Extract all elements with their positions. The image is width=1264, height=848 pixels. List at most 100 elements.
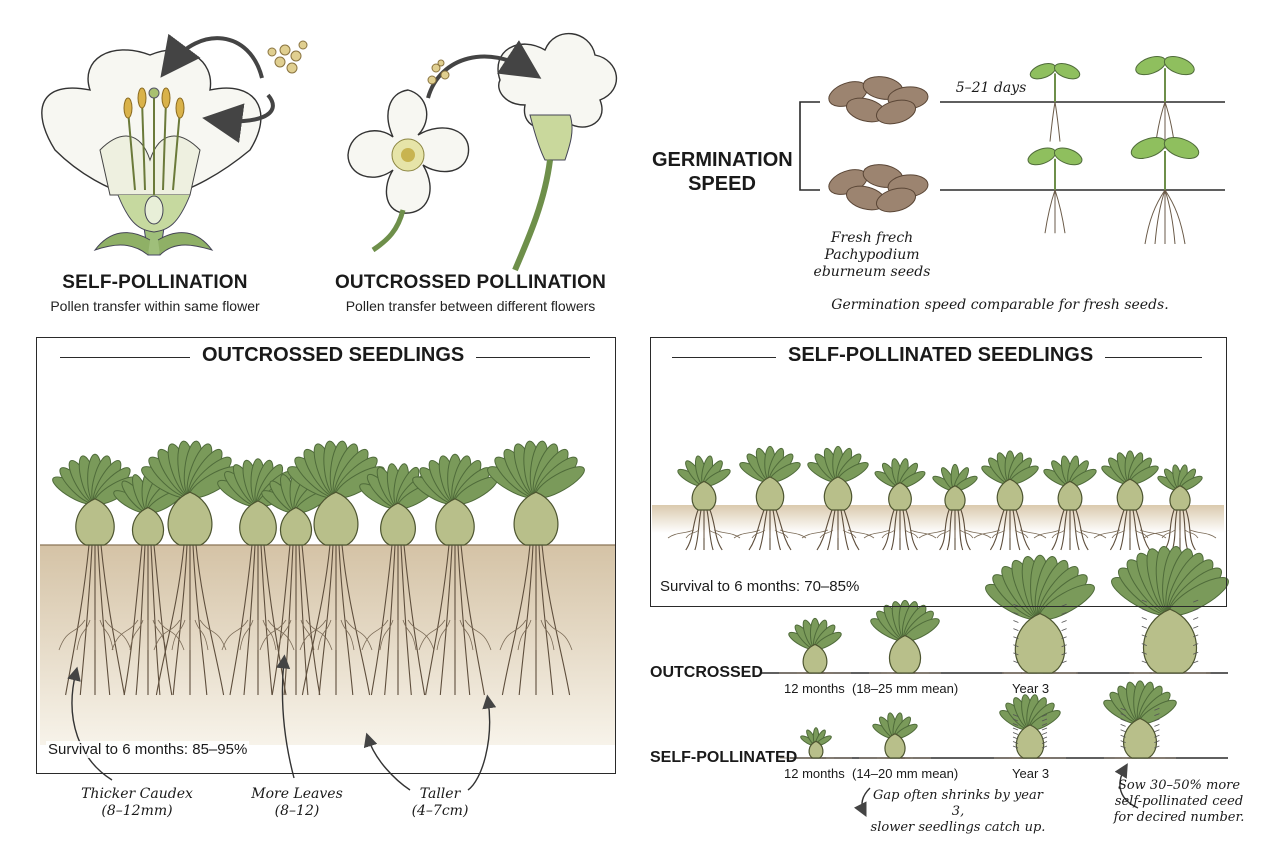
outcrossed-seedlings-panel xyxy=(36,337,616,774)
seed-cluster-bottom xyxy=(828,164,929,213)
caudex xyxy=(1057,480,1083,511)
seedling xyxy=(1093,450,1167,551)
seedling xyxy=(1033,455,1107,551)
cotyledon xyxy=(1053,147,1083,166)
growth-self-month: 12 months xyxy=(784,766,845,781)
callout-leaves-line2: (8–12) xyxy=(274,803,320,819)
sow-note-line3: for decired number. xyxy=(1113,810,1245,825)
seed xyxy=(875,99,917,125)
caudex xyxy=(75,498,115,546)
caudex xyxy=(802,643,828,674)
growth-self-label: SELF-POLLINATED xyxy=(650,749,798,766)
caudex xyxy=(1014,612,1066,674)
caudex xyxy=(884,733,906,759)
seed-label-line3: eburneum seeds xyxy=(813,264,931,280)
gap-note-line2: slower seedlings catch up. xyxy=(870,820,1046,835)
cotyledon xyxy=(1027,147,1057,166)
cotyledon xyxy=(1163,56,1195,76)
caudex xyxy=(435,498,475,546)
seedling xyxy=(869,599,941,674)
callout-taller-line2: (4–7cm) xyxy=(411,803,469,819)
callout-taller: Taller (4–7cm) xyxy=(390,786,490,820)
callout-thicker-caudex: Thicker Caudex (8–12mm) xyxy=(62,786,212,820)
germination-title-line1: GERMINATION xyxy=(652,149,793,171)
outcrossed-plants-row xyxy=(52,440,585,696)
caudex xyxy=(889,634,921,674)
self-pollination-title: SELF-POLLINATION xyxy=(62,272,248,293)
seedling xyxy=(859,712,931,759)
seed-label-line1: Fresh frech xyxy=(830,230,914,246)
caudex xyxy=(1116,478,1144,511)
outcrossed-survival-label: Survival to 6 months: 85–95% xyxy=(46,741,250,758)
self-pollination-flower xyxy=(41,33,308,256)
caudex xyxy=(513,491,559,546)
germination-speed-title: GERMINATION SPEED xyxy=(652,148,793,196)
outcrossed-pollination-subtitle: Pollen transfer between different flower… xyxy=(345,298,596,314)
self-pollinated-seedlings-title: SELF-POLLINATED SEEDLINGS xyxy=(776,344,1106,367)
growth-comparison-art xyxy=(760,545,1229,818)
seedling xyxy=(412,453,498,696)
germination-sprouts xyxy=(1027,56,1200,245)
seedling xyxy=(801,445,875,551)
caudex xyxy=(755,476,785,511)
seedling xyxy=(780,727,852,759)
gap-note: Gap often shrinks by year 3, slower seed… xyxy=(868,788,1048,836)
callout-caudex-line1: Thicker Caudex xyxy=(81,786,193,802)
growth-out-year: Year 3 xyxy=(1012,681,1050,696)
seedling xyxy=(779,617,851,674)
cotyledon xyxy=(1053,63,1081,80)
cotyledon xyxy=(1130,137,1167,159)
self-pollinated-seedlings-panel xyxy=(650,337,1227,607)
growth-self-mean: (14–20 mm mean) xyxy=(852,766,959,781)
caudex xyxy=(167,491,213,546)
outcrossed-pollination-title: OUTCROSSED POLLINATION xyxy=(334,272,607,293)
seedling xyxy=(918,463,992,551)
callout-more-leaves: More Leaves (8–12) xyxy=(232,786,362,820)
cotyledon xyxy=(1135,56,1167,76)
germination-title-line2: SPEED xyxy=(688,173,756,195)
self-pollinated-plants-row xyxy=(667,445,1217,551)
germination-note: Germination speed comparable for fresh s… xyxy=(831,297,1169,313)
cotyledon xyxy=(1029,63,1057,80)
seed-label: Fresh frech Pachypodium eburneum seeds xyxy=(812,230,932,281)
caudex xyxy=(313,491,359,546)
seedling xyxy=(487,440,585,696)
outcrossed-seedlings-title: OUTCROSSED SEEDLINGS xyxy=(190,344,477,367)
callout-caudex-line2: (8–12mm) xyxy=(101,803,173,819)
seedling xyxy=(985,554,1095,674)
sow-note-line2: self-pollinated ceed xyxy=(1114,794,1244,809)
callout-taller-line1: Taller xyxy=(419,786,461,802)
caudex xyxy=(280,506,312,546)
self-pollination-subtitle: Pollen transfer within same flower xyxy=(50,298,260,314)
seedling xyxy=(1111,545,1229,674)
caudex xyxy=(1015,724,1045,759)
outcrossed-seedlings-art xyxy=(40,440,615,745)
caudex xyxy=(808,740,824,759)
caudex xyxy=(380,502,416,546)
growth-outcrossed-label: OUTCROSSED xyxy=(650,664,763,681)
seed-cluster-top xyxy=(828,76,929,125)
cotyledon xyxy=(1163,137,1200,159)
seedling xyxy=(1143,464,1217,551)
caudex xyxy=(1123,717,1157,759)
seed xyxy=(875,187,917,213)
growth-self-year: Year 3 xyxy=(1012,766,1050,781)
callout-leaves-line1: More Leaves xyxy=(251,786,343,802)
gap-note-line1: Gap often shrinks by year 3, xyxy=(873,788,1043,819)
germination-diagram xyxy=(799,56,1225,245)
sow-note-line1: Sow 30–50% more xyxy=(1117,778,1241,793)
seed-label-line2: Pachypodium xyxy=(824,247,920,263)
seedling xyxy=(287,440,385,696)
seedling xyxy=(141,440,239,696)
callout-arrows xyxy=(67,654,497,791)
caudex xyxy=(691,480,717,511)
caudex xyxy=(1169,485,1191,511)
germination-days-label: 5–21 days xyxy=(946,80,1036,97)
caudex xyxy=(1142,608,1198,674)
growth-out-month: 12 months xyxy=(784,681,845,696)
seedling xyxy=(994,694,1066,759)
caudex xyxy=(239,500,277,546)
caudex xyxy=(132,506,164,546)
caudex xyxy=(996,478,1024,511)
